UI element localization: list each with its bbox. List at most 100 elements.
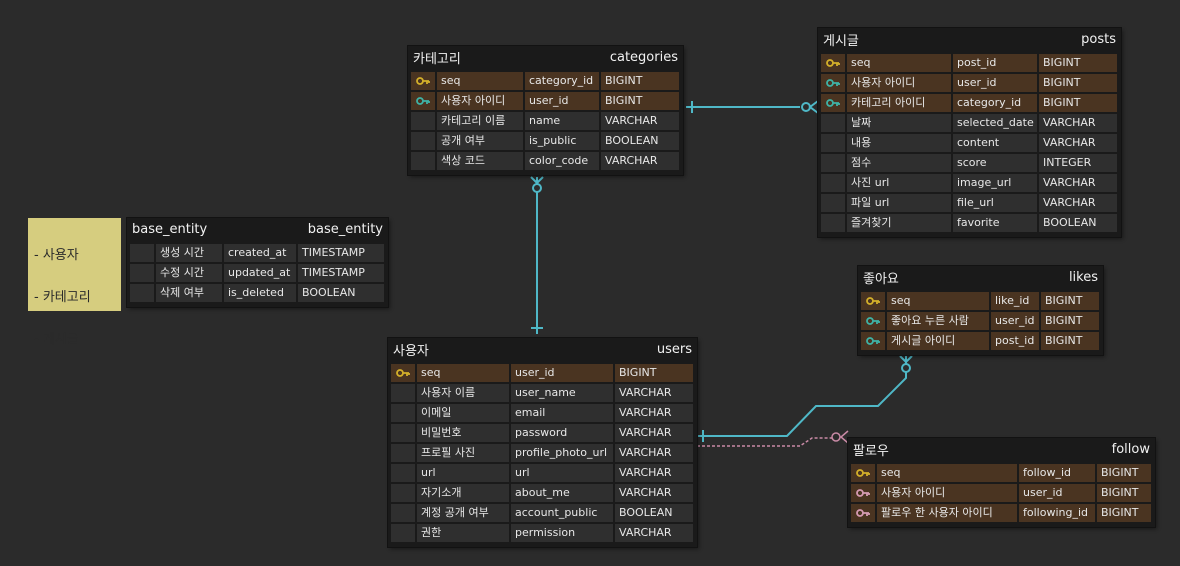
table-title: 사용자 xyxy=(393,343,429,359)
sticky-note[interactable]: - 사용자 - 카테고리 - 게시글 xyxy=(28,218,121,347)
column-type: VARCHAR xyxy=(1038,133,1118,153)
primary-key-icon xyxy=(850,463,876,483)
column-name: color_code xyxy=(524,151,600,171)
column-type: INTEGER xyxy=(1038,153,1118,173)
column-type: VARCHAR xyxy=(600,151,680,171)
column-type: VARCHAR xyxy=(614,463,694,483)
foreign-key-icon xyxy=(850,483,876,503)
column-name: about_me xyxy=(510,483,614,503)
key-cell xyxy=(820,153,846,173)
key-cell xyxy=(410,111,436,131)
column-name: follow_id xyxy=(1018,463,1096,483)
column-type: BIGINT xyxy=(1096,503,1152,523)
column-name: user_name xyxy=(510,383,614,403)
key-cell xyxy=(390,443,416,463)
table-name: categories xyxy=(609,49,678,65)
column-name: favorite xyxy=(952,213,1038,233)
column-name: permission xyxy=(510,523,614,543)
column-name: is_public xyxy=(524,131,600,151)
table-name: posts xyxy=(1081,31,1116,47)
column-type: BOOLEAN xyxy=(600,131,680,151)
column-name: score xyxy=(952,153,1038,173)
primary-key-icon xyxy=(860,291,886,311)
table-header[interactable]: 게시글 posts xyxy=(818,28,1121,50)
column-label: 즐겨찾기 xyxy=(846,213,952,233)
column-label: 사용자 아이디 xyxy=(436,91,524,111)
column-name: post_id xyxy=(952,53,1038,73)
column-label: 내용 xyxy=(846,133,952,153)
table-title: 좋아요 xyxy=(863,271,899,287)
foreign-key-icon xyxy=(410,91,436,111)
column-name: following_id xyxy=(1018,503,1096,523)
primary-key-icon xyxy=(390,363,416,383)
column-name: account_public xyxy=(510,503,614,523)
key-cell xyxy=(390,463,416,483)
key-cell xyxy=(129,243,155,263)
table-title: 팔로우 xyxy=(853,443,889,459)
column-label: 점수 xyxy=(846,153,952,173)
column-type: VARCHAR xyxy=(1038,173,1118,193)
column-type: VARCHAR xyxy=(614,483,694,503)
relation-zero-marker xyxy=(901,363,911,373)
column-label: 프로필 사진 xyxy=(416,443,510,463)
column-name: created_at xyxy=(223,243,297,263)
column-type: BIGINT xyxy=(1038,73,1118,93)
relation-many-marker xyxy=(839,430,849,444)
column-type: VARCHAR xyxy=(1038,193,1118,213)
relation-users-follow xyxy=(697,437,838,447)
key-cell xyxy=(129,263,155,283)
column-name: like_id xyxy=(990,291,1040,311)
key-cell xyxy=(820,193,846,213)
table-title: 게시글 xyxy=(823,33,859,49)
column-label: 생성 시간 xyxy=(155,243,223,263)
column-name: url xyxy=(510,463,614,483)
primary-key-icon xyxy=(410,71,436,91)
column-label: seq xyxy=(886,291,990,311)
column-name: is_deleted xyxy=(223,283,297,303)
column-label: 권한 xyxy=(416,523,510,543)
